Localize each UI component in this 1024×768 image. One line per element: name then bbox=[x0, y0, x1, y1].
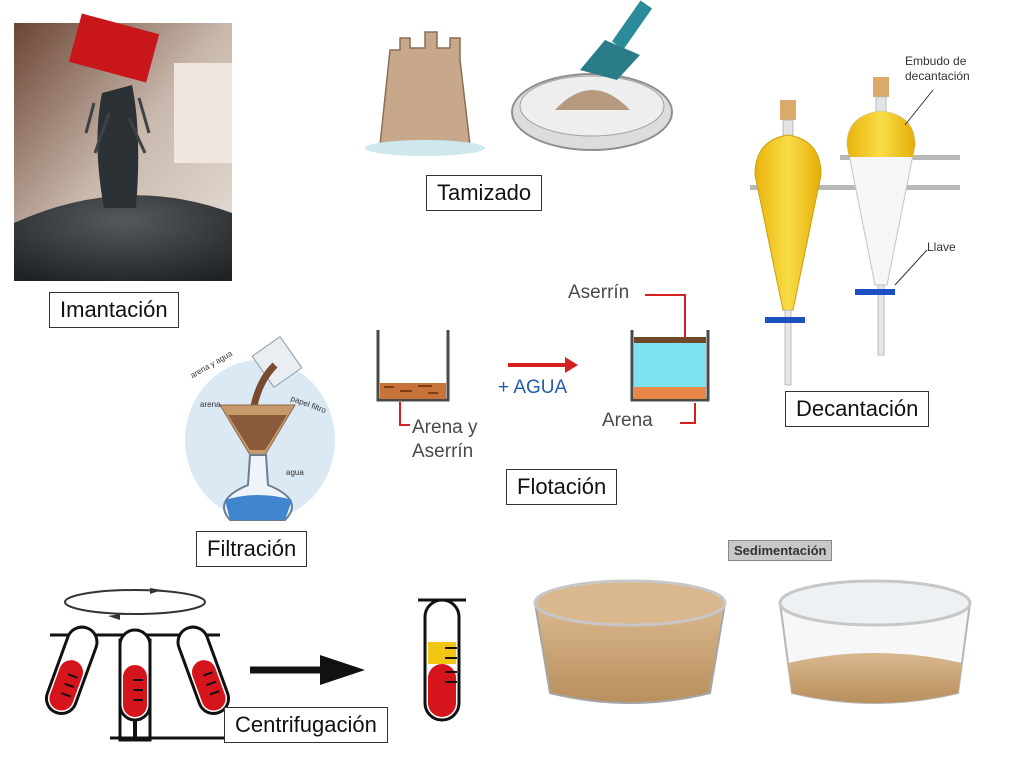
filtracion-label: Filtración bbox=[196, 531, 308, 567]
filtracion-arena: arena bbox=[200, 400, 221, 409]
decantacion-label: Decantación bbox=[785, 391, 930, 427]
decantacion-illustration bbox=[750, 77, 960, 386]
flotacion-arena-y-line2: Aserrín bbox=[412, 441, 474, 462]
embudo-annotation-line1: Embudo de bbox=[905, 54, 967, 68]
filtracion-agua: agua bbox=[286, 468, 304, 477]
centrifugacion-illustration bbox=[44, 588, 466, 742]
llave-annotation: Llave bbox=[927, 240, 956, 254]
sedimentacion-illustration bbox=[533, 579, 972, 704]
tamizado-label: Tamizado bbox=[426, 175, 543, 211]
flotacion-illustration bbox=[376, 294, 710, 426]
flotacion-label: Flotación bbox=[506, 469, 618, 505]
flotacion-arena: Arena bbox=[602, 410, 653, 431]
flotacion-agua: + AGUA bbox=[498, 377, 568, 398]
filtracion-illustration bbox=[185, 335, 335, 521]
embudo-annotation-line2: decantación bbox=[905, 69, 970, 83]
embudo-annotation: Embudo de decantación bbox=[905, 54, 970, 84]
imantacion-label: Imantación bbox=[49, 292, 179, 328]
imantacion-photo bbox=[14, 13, 232, 281]
flotacion-aserrin-top: Aserrín bbox=[568, 282, 630, 303]
flotacion-arena-y: Arena y Aserrín bbox=[412, 416, 477, 464]
sedimentacion-label: Sedimentación bbox=[728, 540, 833, 561]
centrifugacion-label: Centrifugación bbox=[224, 707, 388, 743]
flotacion-arena-y-line1: Arena y bbox=[412, 417, 478, 438]
tamizado-illustration bbox=[365, 0, 673, 156]
